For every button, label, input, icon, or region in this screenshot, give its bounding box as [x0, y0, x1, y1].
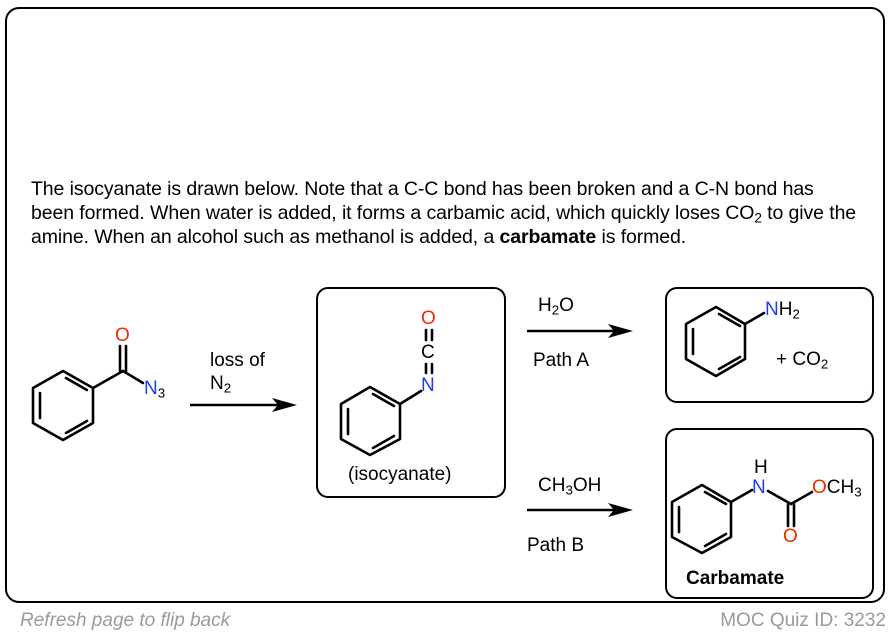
- flip-back-hint: Refresh page to flip back: [20, 610, 231, 631]
- isocyanate-n-label: N: [421, 375, 435, 396]
- co2-subscript: 2: [754, 210, 762, 226]
- arrow1-line1: loss of: [210, 350, 265, 371]
- path-b-reagent-ch: CH: [538, 475, 566, 496]
- path-b-reagent-oh: OH: [572, 475, 602, 496]
- arrow-loss-of-n2: [190, 398, 297, 412]
- description-text: The isocyanate is drawn below. Note that…: [31, 177, 861, 249]
- carbamate-h-label: H: [754, 457, 768, 478]
- co2-text: + CO: [776, 349, 821, 370]
- amine-product-box: [665, 287, 874, 403]
- carbamate-caption: Carbamate: [686, 568, 785, 589]
- carbonyl-to-o-bond: [789, 490, 814, 506]
- benzene-ring-aniline: [684, 305, 747, 378]
- isocyanate-c-label: C: [421, 342, 435, 363]
- azide-subscript: 3: [157, 385, 166, 401]
- path-a-label: Path A: [533, 350, 589, 371]
- carbamate-n-label: N: [752, 477, 766, 498]
- ring-to-nh2-bond: [743, 311, 766, 326]
- n-to-carbonyl-bond: [766, 489, 793, 506]
- arrow-path-b: [527, 503, 633, 517]
- description-part1: The isocyanate is drawn below. Note that…: [31, 178, 814, 224]
- aniline-h: H: [778, 299, 793, 320]
- ring-to-carbonyl-bond: [91, 369, 125, 390]
- path-b-label: Path B: [527, 535, 585, 556]
- co2-byproduct-subscript: 2: [820, 356, 829, 372]
- path-b-reagent: CH3OH: [538, 475, 602, 498]
- isocyanate-box: [316, 287, 506, 498]
- ring-to-nh-bond: [729, 488, 754, 504]
- aniline-nh2-label: NH2: [765, 299, 800, 322]
- path-a-reagent-o: O: [559, 295, 574, 316]
- arrow1-n: N: [210, 373, 224, 394]
- azide-label: N3: [144, 378, 166, 401]
- co2-byproduct: + CO2: [776, 349, 829, 372]
- carbamate-ester-o: O: [812, 477, 827, 498]
- quiz-id: MOC Quiz ID: 3232: [720, 610, 886, 631]
- description-part3: is formed.: [596, 226, 687, 248]
- aniline-n: N: [765, 299, 779, 320]
- benzene-ring-starting-material: [31, 369, 95, 442]
- carbamate-ch3-subscript: 3: [854, 484, 862, 500]
- path-a-reagent-sub: 2: [551, 302, 560, 318]
- arrow-path-a: [527, 324, 633, 338]
- arrow1-line2: N2: [210, 373, 232, 396]
- starting-oxygen-label: O: [115, 325, 130, 346]
- isocyanate-caption: (isocyanate): [348, 464, 452, 485]
- carbamate-och3-label: OCH3: [812, 477, 862, 500]
- isocyanate-o-label: O: [421, 308, 436, 329]
- arrow1-n-subscript: 2: [223, 380, 232, 396]
- azide-n: N: [144, 378, 158, 399]
- benzene-ring-isocyanate: [339, 385, 402, 457]
- carbamate-ch: CH: [826, 477, 855, 498]
- ring-to-n-bond: [398, 389, 423, 406]
- path-a-reagent: H2O: [538, 295, 574, 318]
- aniline-h-subscript: 2: [792, 306, 800, 322]
- quiz-card: [5, 7, 885, 603]
- carbamate-carbonyl-o-label: O: [783, 526, 798, 547]
- path-a-reagent-h: H: [538, 295, 552, 316]
- carbamate-product-box: [665, 428, 874, 599]
- carbamate-term: carbamate: [499, 226, 597, 248]
- path-b-reagent-sub: 3: [565, 482, 573, 498]
- description-part2: to give the amine. When an alcohol such …: [31, 202, 857, 248]
- carbonyl-to-azide-bond: [121, 369, 145, 385]
- benzene-ring-carbamate: [670, 483, 733, 555]
